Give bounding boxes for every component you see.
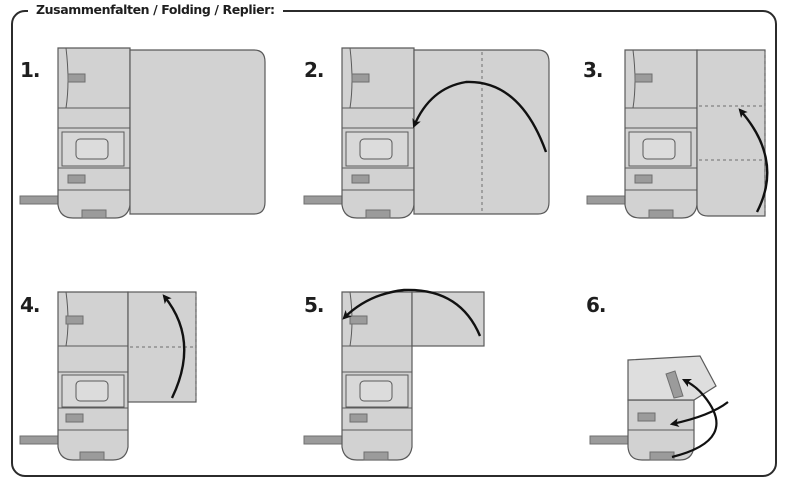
- step-3-fold-arrow: [738, 108, 769, 213]
- step-4-label: 4.: [20, 293, 40, 317]
- step-5-window: [359, 380, 393, 402]
- step-2-fold-arrow: [412, 80, 548, 153]
- step-2-strap: [303, 195, 347, 205]
- step-4-window: [75, 380, 109, 402]
- step-5-label: 5.: [304, 293, 324, 317]
- step-1-unfolded-panel: [129, 49, 266, 215]
- step-6-diagram: [589, 355, 729, 461]
- instruction-frame: [11, 10, 777, 477]
- step-5-buckle: [349, 413, 368, 423]
- step-6-label: 6.: [586, 293, 606, 317]
- step-2-bottom-handle: [365, 209, 391, 219]
- step-1-strap: [19, 195, 63, 205]
- step-1-buckle: [67, 174, 86, 184]
- step-3-bottom-handle: [648, 209, 674, 219]
- step-6-tuck-arrow: [669, 401, 729, 428]
- step-3-folded-panel: [696, 49, 766, 217]
- step-2-diagram: [303, 47, 550, 219]
- step-6-bottom-handle: [649, 451, 675, 461]
- step-2-buckle: [351, 73, 370, 83]
- step-6-flap-strap: [665, 370, 684, 399]
- step-5-bottom-handle: [363, 451, 389, 461]
- step-5-fold-arrow: [342, 288, 482, 337]
- instruction-title: Zusammenfalten / Folding / Replier:: [28, 0, 283, 20]
- step-4-diagram: [19, 291, 197, 461]
- step-4-bottom-handle: [79, 451, 105, 461]
- step-3-window: [642, 138, 676, 160]
- step-5-strap: [303, 435, 347, 445]
- step-5-diagram: [303, 288, 485, 461]
- step-4-buckle: [65, 413, 84, 423]
- step-2-label: 2.: [304, 58, 324, 82]
- step-1-window: [75, 138, 109, 160]
- step-4-strap: [19, 435, 63, 445]
- step-3-label: 3.: [583, 58, 603, 82]
- step-3-buckle: [634, 174, 653, 184]
- step-2-window: [359, 138, 393, 160]
- step-2-buckle: [351, 174, 370, 184]
- step-3-buckle: [634, 73, 653, 83]
- step-4-buckle: [65, 315, 84, 325]
- step-6-buckle: [637, 412, 656, 422]
- step-3-strap: [586, 195, 630, 205]
- step-4-fold-arrow: [162, 294, 186, 399]
- step-1-buckle: [67, 73, 86, 83]
- step-6-strap: [589, 435, 633, 445]
- step-1-bottom-handle: [81, 209, 107, 219]
- step-5-buckle: [349, 315, 368, 325]
- step-3-diagram: [586, 49, 769, 219]
- step-1-diagram: [19, 47, 266, 219]
- step-1-label: 1.: [20, 58, 40, 82]
- step-6-insert-arrow: [671, 378, 718, 459]
